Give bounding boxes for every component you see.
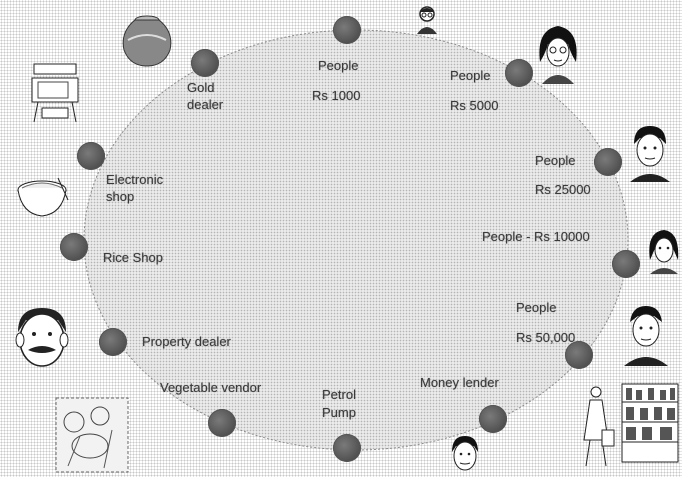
label-property-dealer: Property dealer <box>142 334 231 349</box>
node-electronic-shop <box>77 142 105 170</box>
label-people-5000-line1: People <box>450 68 491 83</box>
node-people-50000 <box>565 341 593 369</box>
moustache-man-icon <box>8 302 76 378</box>
node-property-dealer <box>99 328 127 356</box>
shopper-icon <box>574 384 618 468</box>
node-gold-dealer <box>191 49 219 77</box>
label-people-10000: People - Rs 10000 <box>482 229 590 244</box>
rice-bowl-icon <box>14 176 70 220</box>
label-vegetable-vendor: Vegetable vendor <box>160 380 262 395</box>
node-people-5000 <box>505 59 533 87</box>
label-people-50000-line2: Rs 50,000 <box>516 330 576 345</box>
label-people-1000-line2: Rs 1000 <box>312 88 361 103</box>
label-petrol-line1: Petrol <box>322 387 356 402</box>
man-icon <box>626 122 670 182</box>
node-people-1000 <box>333 16 361 44</box>
label-people-50000-line1: People <box>516 300 557 315</box>
label-gold-line1: Gold <box>187 80 215 95</box>
label-electronic-line1: Electronic <box>106 172 164 187</box>
node-vegetable-vendor <box>208 409 236 437</box>
node-money-lender <box>479 405 507 433</box>
label-people-1000-line1: People <box>318 58 359 73</box>
node-people-25000 <box>594 148 622 176</box>
node-petrol-pump <box>333 434 361 462</box>
vegetable-icon <box>54 396 130 474</box>
person-glasses-icon <box>414 4 440 34</box>
shop-shelves-icon <box>620 380 680 464</box>
label-people-5000-line2: Rs 5000 <box>450 98 499 113</box>
man-face-icon <box>448 434 482 476</box>
label-money-lender: Money lender <box>420 375 499 390</box>
label-rice-shop: Rice Shop <box>103 250 163 265</box>
person-bald-icon <box>620 302 672 366</box>
label-people-25000-line2: Rs 25000 <box>535 182 591 197</box>
woman-icon <box>536 22 580 84</box>
node-rice-shop <box>60 233 88 261</box>
label-people-25000-line1: People <box>535 153 576 168</box>
woman-small-icon <box>646 226 680 274</box>
label-electronic-line2: shop <box>106 189 135 204</box>
tv-icon <box>28 60 82 126</box>
node-people-10000 <box>612 250 640 278</box>
gold-pot-icon <box>118 12 176 70</box>
label-gold-line2: dealer <box>187 97 224 112</box>
label-petrol-line2: Pump <box>322 405 356 420</box>
